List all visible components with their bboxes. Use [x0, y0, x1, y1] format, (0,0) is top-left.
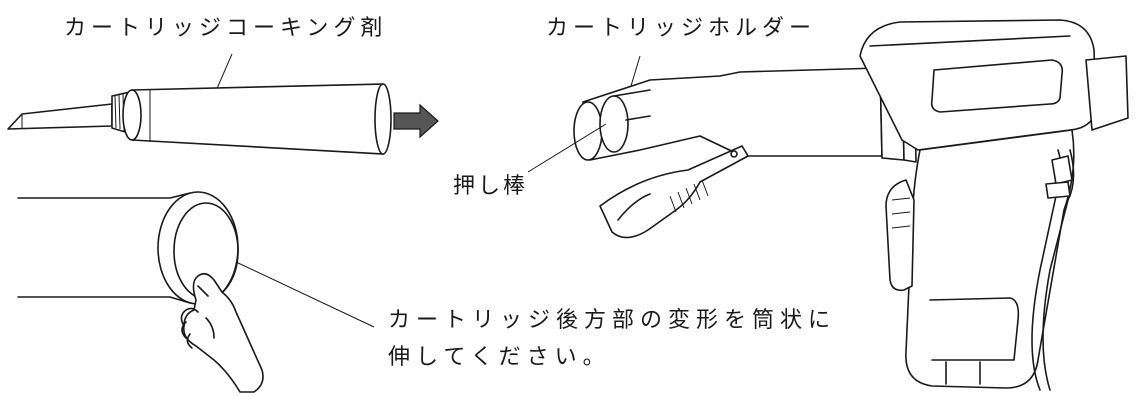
caulk-cartridge-label: カートリッジコーキング剤	[64, 16, 388, 41]
instruction-line-2: 伸してください。	[388, 345, 611, 370]
right-arrow-icon	[393, 103, 439, 139]
cartridge-end-drawing	[17, 191, 375, 328]
caulk-cartridge-drawing	[7, 53, 392, 155]
push-rod-label: 押し棒	[453, 174, 529, 199]
instruction-line-1: カートリッジ後方部の変形を筒状に	[388, 308, 837, 333]
hand-drawing	[180, 272, 264, 393]
cartridge-holder-label: カートリッジホルダー	[546, 16, 817, 41]
caulking-gun-drawing	[527, 19, 1129, 391]
